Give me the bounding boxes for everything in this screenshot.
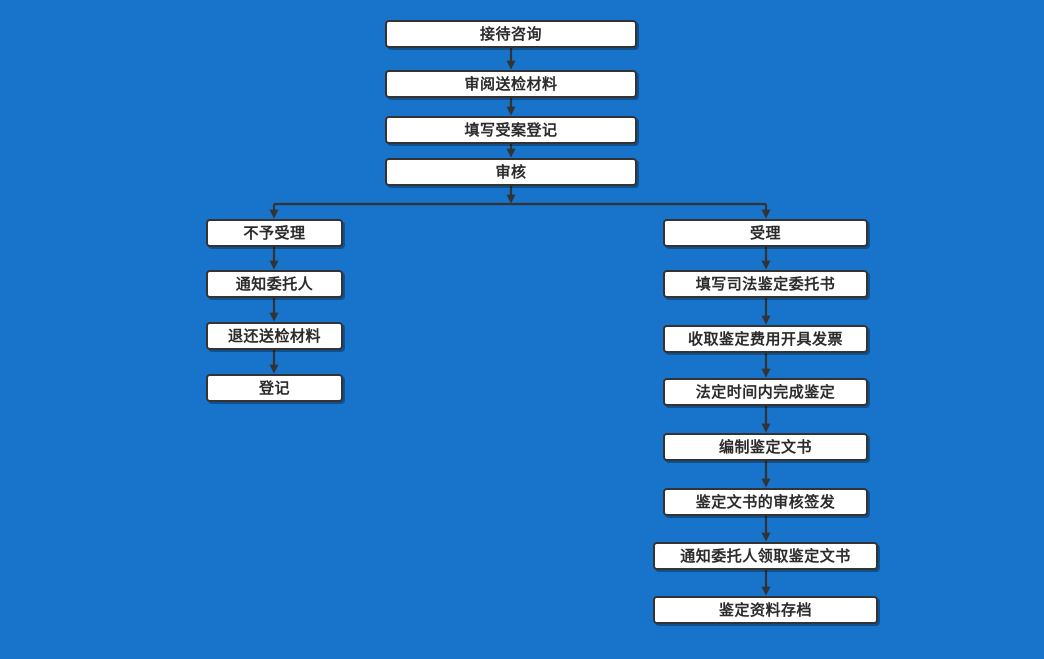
flow-node-label: 通知委托人领取鉴定文书 (680, 546, 851, 565)
flow-node-l3[interactable]: 退还送检材料 (206, 322, 343, 350)
flow-node-label: 审核 (495, 162, 527, 181)
flow-node-label: 登记 (258, 378, 290, 397)
flow-node-r6[interactable]: 鉴定文书的审核签发 (663, 488, 868, 516)
flow-node-label: 不予受理 (243, 223, 306, 242)
flow-node-r2[interactable]: 填写司法鉴定委托书 (663, 270, 868, 298)
flow-node-l4[interactable]: 登记 (206, 374, 343, 402)
flow-node-label: 编制鉴定文书 (718, 437, 812, 456)
flow-node-r5[interactable]: 编制鉴定文书 (663, 433, 868, 461)
flow-node-label: 鉴定文书的审核签发 (695, 492, 836, 511)
flow-node-r7[interactable]: 通知委托人领取鉴定文书 (653, 542, 878, 570)
flow-node-label: 鉴定资料存档 (718, 600, 812, 619)
flow-node-n2[interactable]: 审阅送检材料 (385, 70, 637, 98)
flow-node-l2[interactable]: 通知委托人 (206, 270, 343, 298)
flow-node-label: 填写受案登记 (464, 120, 558, 139)
flow-node-n4[interactable]: 审核 (385, 158, 637, 186)
flow-node-r4[interactable]: 法定时间内完成鉴定 (663, 378, 868, 406)
flow-node-label: 收取鉴定费用开具发票 (687, 329, 843, 348)
flow-node-label: 退还送检材料 (227, 326, 321, 345)
flow-node-r3[interactable]: 收取鉴定费用开具发票 (663, 325, 868, 353)
flow-node-l1[interactable]: 不予受理 (206, 219, 343, 247)
flow-node-label: 审阅送检材料 (464, 74, 558, 93)
flow-node-label: 通知委托人 (235, 274, 314, 293)
flow-node-r8[interactable]: 鉴定资料存档 (653, 596, 878, 624)
flow-node-n1[interactable]: 接待咨询 (385, 20, 637, 48)
flow-node-label: 法定时间内完成鉴定 (695, 382, 836, 401)
flow-node-n3[interactable]: 填写受案登记 (385, 116, 637, 144)
flow-node-label: 受理 (749, 223, 781, 242)
flow-node-r1[interactable]: 受理 (663, 219, 868, 247)
flow-node-label: 接待咨询 (479, 24, 542, 43)
flow-node-label: 填写司法鉴定委托书 (695, 274, 836, 293)
